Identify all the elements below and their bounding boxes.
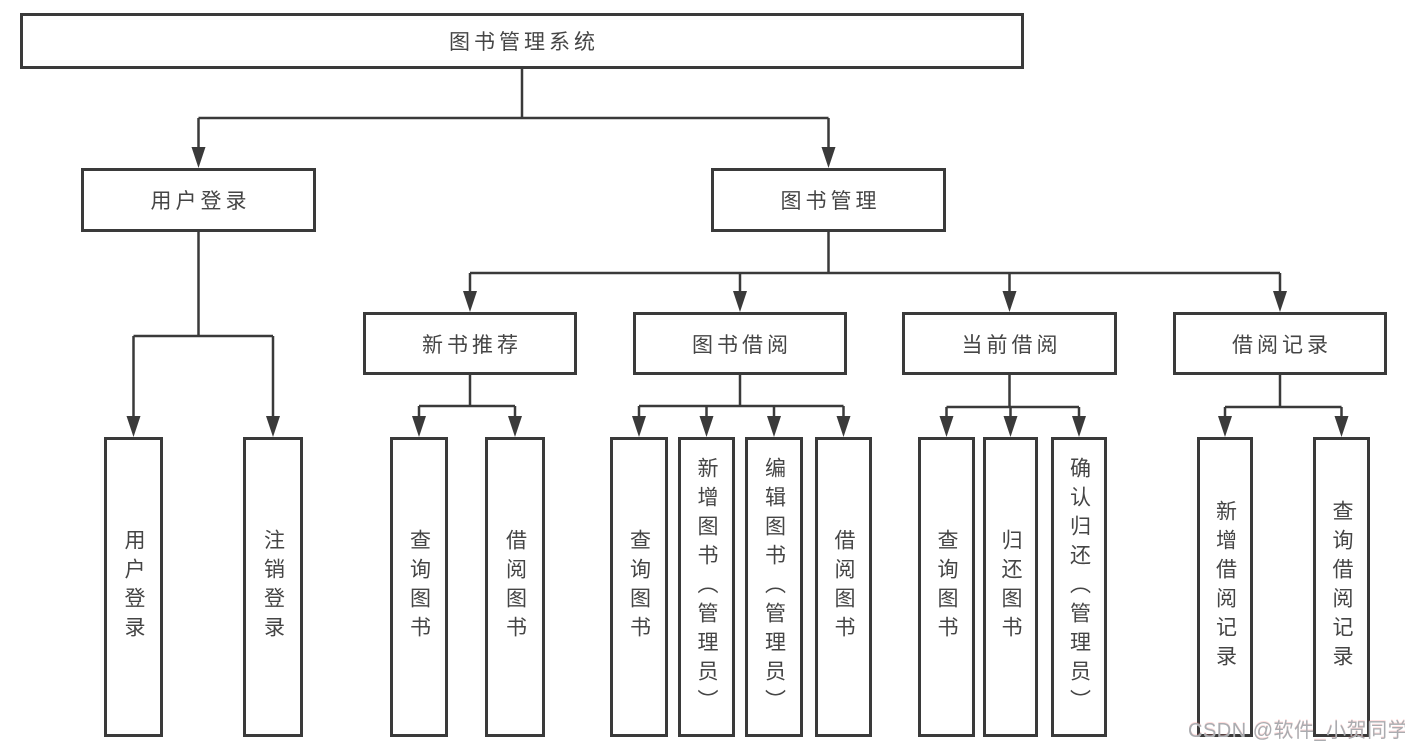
node-new-book-recommend: 新书推荐 (363, 312, 577, 375)
node-label: 注销登录 (261, 529, 285, 645)
node-label: 确认归还（管理员） (1067, 456, 1091, 718)
node-label: 查询图书 (627, 529, 651, 645)
node-query-books-borrow: 查询图书 (610, 437, 668, 737)
node-label: 归还图书 (999, 529, 1022, 645)
node-query-borrow-record: 查询借阅记录 (1313, 437, 1370, 737)
node-book-management: 图书管理 (711, 168, 946, 232)
node-label: 借阅图书 (503, 529, 527, 645)
node-borrow-books-leaf: 借阅图书 (815, 437, 872, 737)
node-borrow-records: 借阅记录 (1173, 312, 1387, 375)
node-label: 查询图书 (935, 529, 958, 645)
node-label: 新增借阅记录 (1213, 500, 1237, 674)
node-label: 用户登录 (150, 190, 251, 213)
node-add-book-admin: 新增图书（管理员） (678, 437, 735, 737)
node-current-borrow: 当前借阅 (902, 312, 1117, 375)
node-label: 用户登录 (122, 529, 145, 645)
node-label: 图书借阅 (692, 333, 792, 357)
node-query-books-recommend: 查询图书 (390, 437, 448, 737)
node-user-login: 用户登录 (81, 168, 316, 232)
node-edit-book-admin: 编辑图书（管理员） (745, 437, 803, 737)
watermark-text: CSDN @软件_小贺同学 (1188, 720, 1405, 742)
node-query-books-current: 查询图书 (918, 437, 975, 737)
node-return-books: 归还图书 (983, 437, 1038, 737)
node-book-borrow: 图书借阅 (633, 312, 847, 375)
node-label: 新增图书（管理员） (695, 456, 718, 718)
node-label: 新书推荐 (422, 333, 522, 357)
node-label: 图书管理系统 (449, 31, 599, 54)
node-confirm-return-admin: 确认归还（管理员） (1051, 437, 1107, 737)
node-label: 借阅图书 (832, 529, 855, 645)
node-add-borrow-record: 新增借阅记录 (1197, 437, 1253, 737)
node-library-management-system: 图书管理系统 (20, 13, 1024, 69)
node-borrow-books-recommend: 借阅图书 (485, 437, 545, 737)
node-user-login-leaf: 用户登录 (104, 437, 163, 737)
node-label: 当前借阅 (961, 333, 1062, 357)
node-label: 编辑图书（管理员） (762, 456, 786, 718)
node-label: 查询借阅记录 (1330, 500, 1353, 674)
node-label: 查询图书 (407, 529, 431, 645)
node-label: 图书管理 (780, 190, 881, 213)
node-label: 借阅记录 (1232, 333, 1332, 357)
node-logout: 注销登录 (243, 437, 303, 737)
